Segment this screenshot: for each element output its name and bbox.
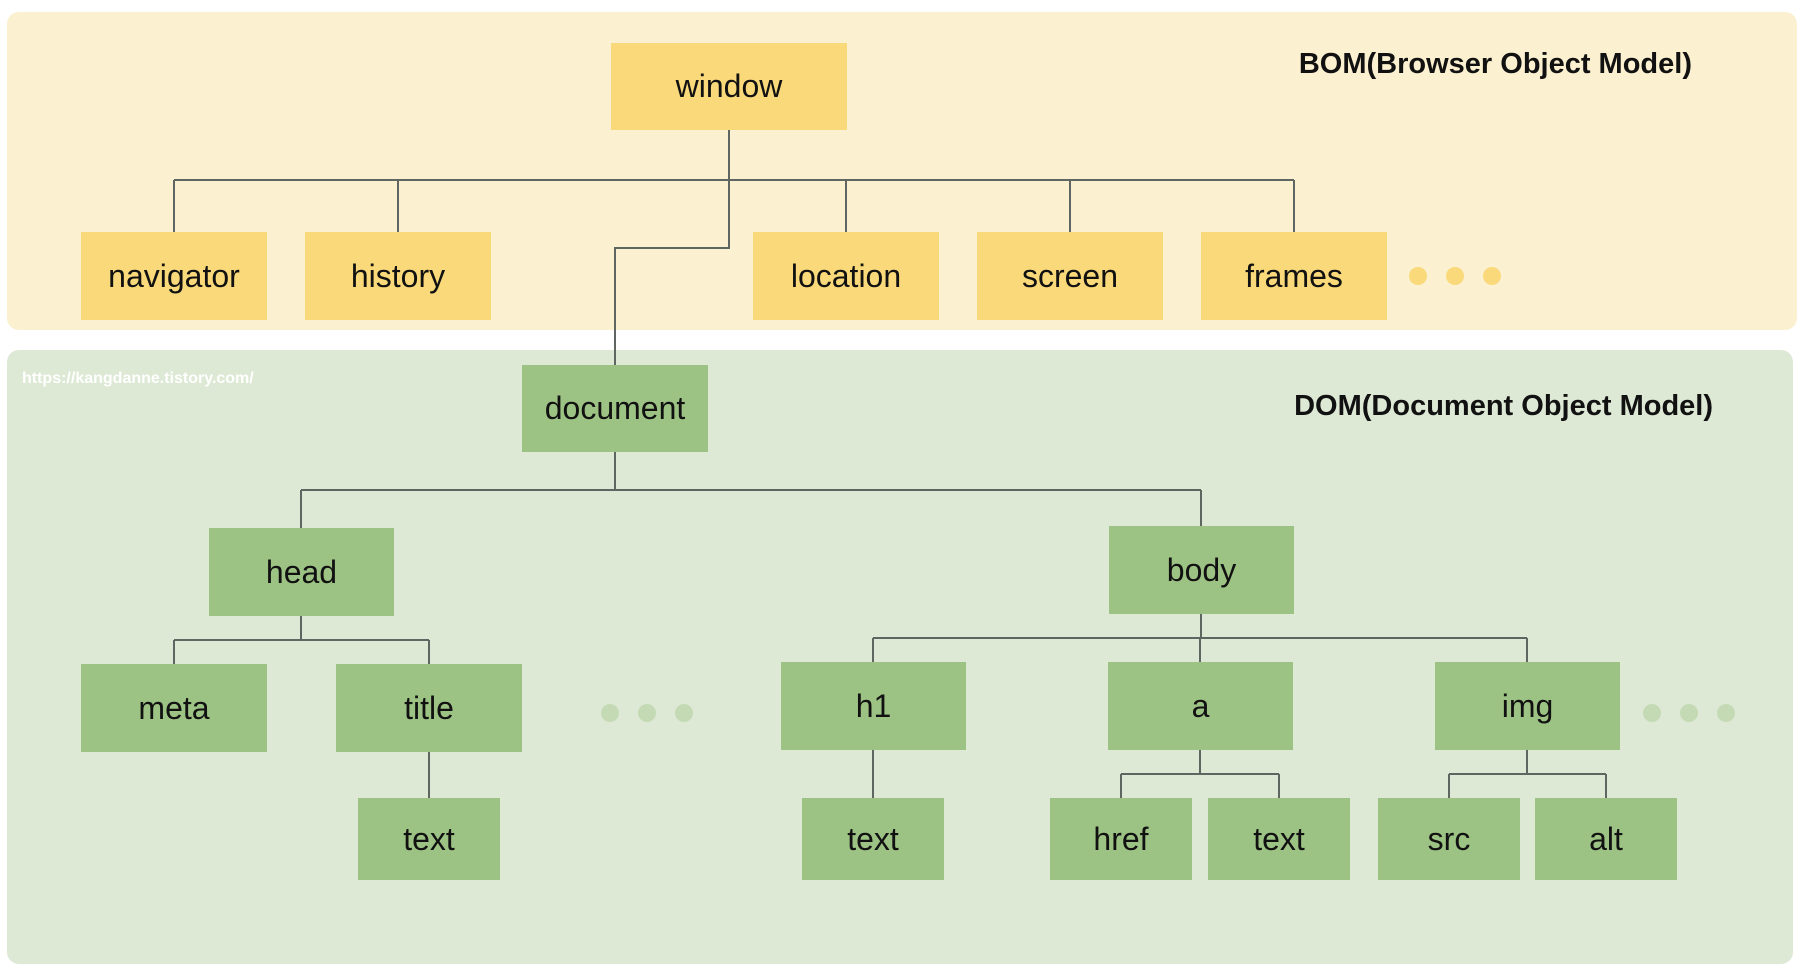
ellipsis-dot [601, 704, 619, 722]
ellipsis-dot [1446, 267, 1464, 285]
connector-window-children [173, 130, 1295, 232]
node-src: src [1378, 798, 1520, 880]
node-href: href [1050, 798, 1192, 880]
node-screen: screen [977, 232, 1163, 320]
connector-document-children [300, 452, 1202, 528]
node-a: a [1108, 662, 1293, 750]
ellipsis-dot [1643, 704, 1661, 722]
node-alt: alt [1535, 798, 1677, 880]
node-title: title [336, 664, 522, 752]
node-location: location [753, 232, 939, 320]
ellipsis-dot [1717, 704, 1735, 722]
node-a-text: text [1208, 798, 1350, 880]
node-img: img [1435, 662, 1620, 750]
watermark-url: https://kangdanne.tistory.com/ [22, 370, 254, 387]
node-document: document [522, 365, 708, 452]
connector-img-children [1448, 750, 1607, 798]
ellipsis-dot [1409, 267, 1427, 285]
node-meta: meta [81, 664, 267, 752]
ellipsis-dot [1680, 704, 1698, 722]
node-body: body [1109, 526, 1294, 614]
node-h1-text: text [802, 798, 944, 880]
ellipsis-dot [638, 704, 656, 722]
node-window: window [611, 43, 847, 130]
connector-window-document [614, 180, 730, 365]
bom-title: BOM(Browser Object Model) [1298, 48, 1692, 80]
node-navigator: navigator [81, 232, 267, 320]
node-frames: frames [1201, 232, 1387, 320]
node-h1: h1 [781, 662, 966, 750]
ellipsis-dot [675, 704, 693, 722]
node-head: head [209, 528, 394, 616]
connector-head-children [173, 616, 430, 664]
dom-title: DOM(Document Object Model) [1294, 390, 1713, 422]
connector-a-children [1120, 750, 1280, 798]
connector-body-children [872, 614, 1528, 662]
node-history: history [305, 232, 491, 320]
ellipsis-dot [1483, 267, 1501, 285]
node-title-text: text [358, 798, 500, 880]
